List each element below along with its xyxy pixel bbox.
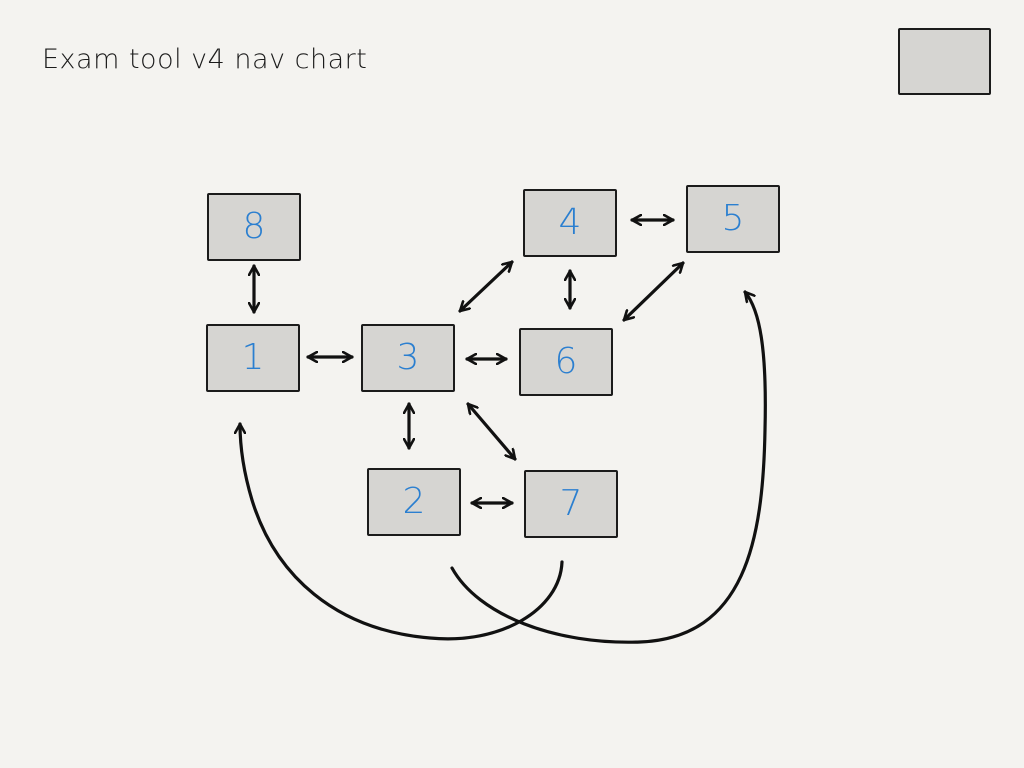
node-2-label: 2 (402, 481, 426, 522)
placeholder-box (898, 28, 991, 95)
node-7-label: 7 (559, 483, 583, 524)
node-4-label: 4 (558, 202, 582, 243)
node-3-label: 3 (396, 337, 420, 378)
edge-7-1-curve (240, 422, 564, 641)
node-4[interactable]: 4 (523, 189, 617, 257)
node-6-label: 6 (554, 341, 578, 382)
edge-3-4 (458, 260, 514, 313)
edge-2-5-curve (450, 290, 767, 644)
node-7[interactable]: 7 (524, 470, 618, 538)
node-2[interactable]: 2 (367, 468, 461, 536)
node-8-label: 8 (242, 206, 266, 247)
node-6[interactable]: 6 (519, 328, 613, 396)
node-8[interactable]: 8 (207, 193, 301, 261)
node-1-label: 1 (241, 337, 265, 378)
page-title: Exam tool v4 nav chart (42, 44, 368, 75)
edge-6-5 (622, 261, 685, 322)
node-5-label: 5 (721, 198, 745, 239)
node-5[interactable]: 5 (686, 185, 780, 253)
node-3[interactable]: 3 (361, 324, 455, 392)
node-1[interactable]: 1 (206, 324, 300, 392)
edge-3-7 (466, 402, 517, 461)
